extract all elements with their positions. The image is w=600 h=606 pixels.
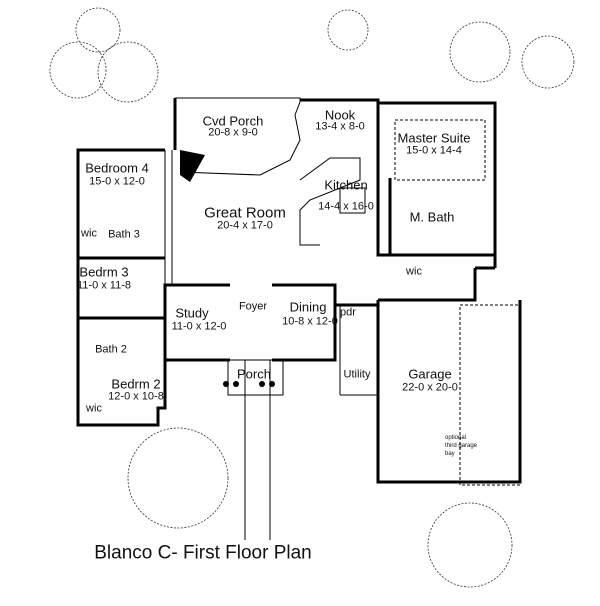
bedroom4-dims: 15-0 x 12-0: [89, 175, 145, 188]
optional-bay-note: optional third garage bay: [445, 434, 477, 458]
wic-label: wic: [81, 227, 97, 240]
tree-icon: [449, 21, 511, 83]
fireplace: [180, 150, 205, 182]
bedrm2-dims: 12-0 x 10-8: [108, 390, 164, 403]
porch-label: Porch: [237, 366, 271, 382]
dining-label: Dining: [289, 299, 327, 315]
tree-icon: [75, 7, 121, 53]
kitchen-label: Kitchen: [324, 177, 368, 193]
bath2-label: Bath 2: [95, 343, 127, 356]
trees: [49, 7, 575, 588]
tree-icon: [49, 41, 107, 99]
great-room-dims: 20-4 x 17-0: [217, 219, 273, 232]
master-suite-dims: 15-0 x 14-4: [406, 144, 462, 157]
bedroom4-label: Bedroom 4: [85, 160, 149, 176]
master-suite-label: Master Suite: [397, 130, 471, 146]
utility-label: Utility: [343, 368, 371, 381]
bedrm3-dims: 11-0 x 11-8: [76, 279, 132, 292]
thin-lines: [164, 97, 521, 540]
kitchen-dims: 14-4 x 16-0: [318, 200, 374, 213]
pdr-label: pdr: [340, 306, 356, 319]
bath3-label: Bath 3: [108, 228, 140, 241]
tree-icon: [97, 41, 159, 103]
optional-bay-line: optional: [445, 435, 467, 441]
foyer-label: Foyer: [238, 300, 268, 313]
study-dims: 11-0 x 12-0: [171, 320, 227, 333]
m-bath-label: M. Bath: [409, 209, 455, 225]
optional-bay-line: bay: [445, 451, 455, 458]
tree-icon: [327, 9, 369, 51]
dining-dims: 10-8 x 12-0: [282, 315, 338, 328]
nook-label: Nook: [324, 107, 356, 123]
tree-icon: [427, 502, 513, 588]
garage-dims: 22-0 x 20-0: [402, 381, 458, 394]
great-room-label: Great Room: [204, 204, 286, 222]
garage-label: Garage: [408, 366, 452, 382]
wic-label: wic: [86, 402, 102, 415]
nook-dims: 13-4 x 8-0: [315, 120, 365, 133]
wic-label: wic: [406, 265, 422, 278]
study-label: Study: [175, 305, 209, 321]
bedrm3-label: Bedrm 3: [79, 264, 129, 280]
optional-bay-line: third garage: [445, 443, 478, 450]
bedrm2-label: Bedrm 2: [111, 376, 161, 392]
plan-title: Blanco C- First Floor Plan: [94, 542, 312, 564]
cvd-porch-label: Cvd Porch: [202, 113, 264, 129]
porch-columns: [223, 381, 275, 387]
tree-icon: [521, 35, 575, 89]
cvd-porch-dims: 20-8 x 9-0: [208, 126, 258, 139]
tree-icon: [127, 427, 229, 529]
